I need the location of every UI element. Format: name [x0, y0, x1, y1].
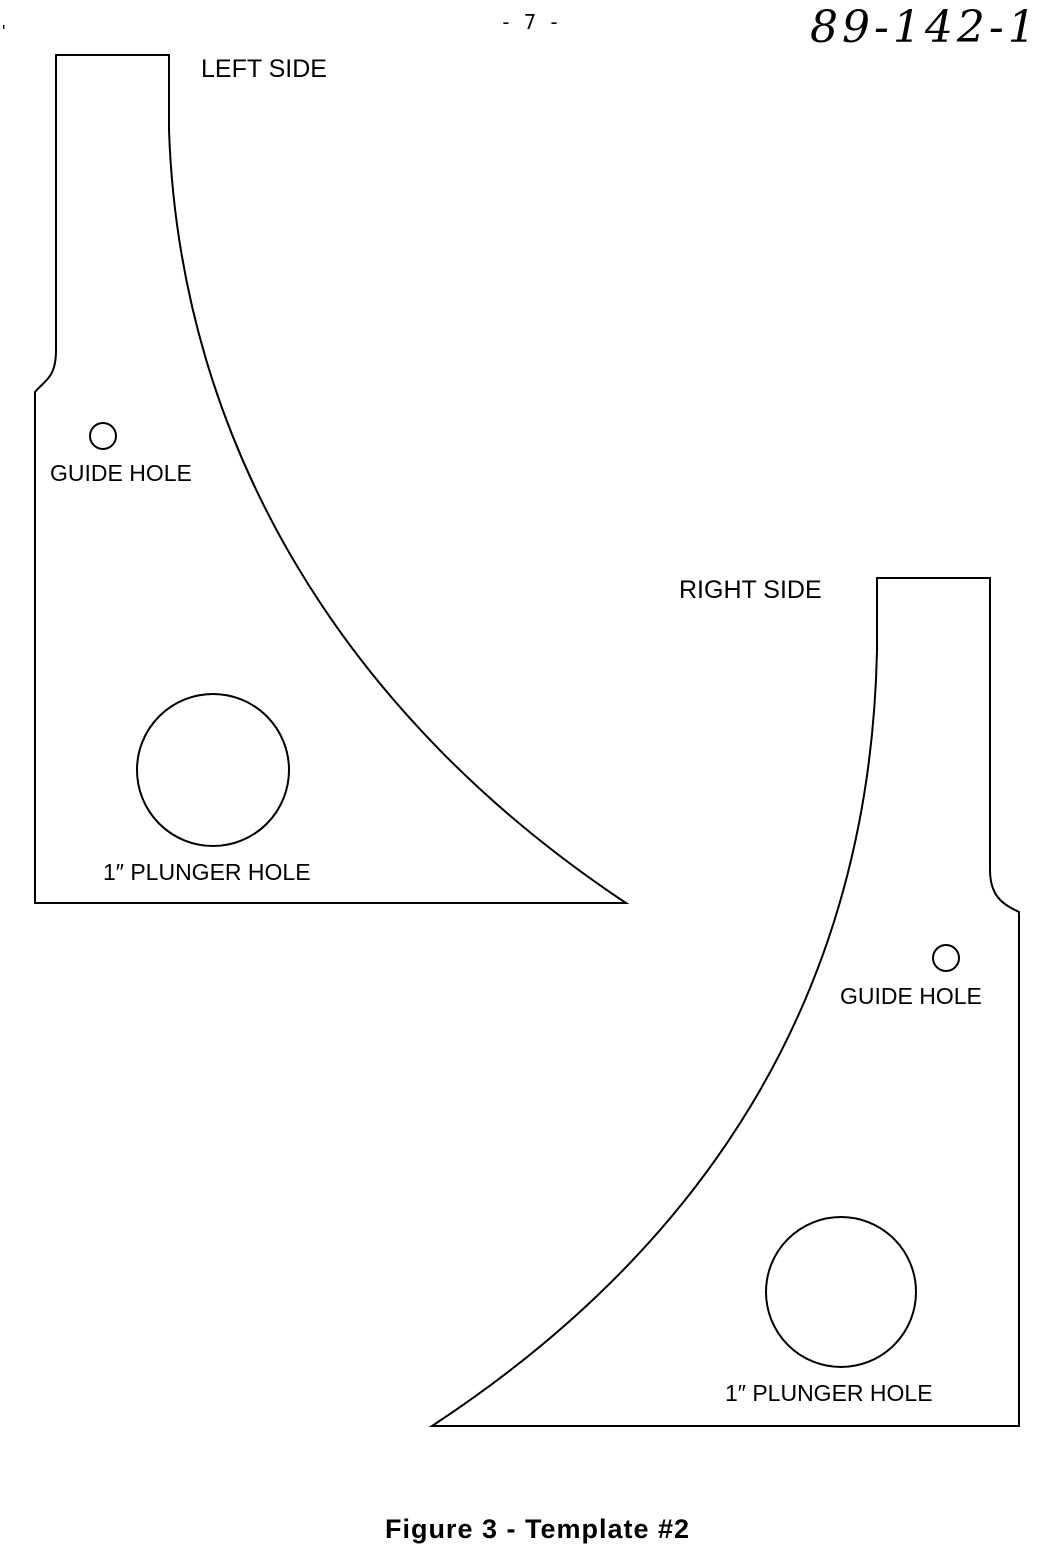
document-number: 89-142-1	[810, 2, 1040, 53]
page-number: - 7 -	[499, 10, 561, 34]
left-side-title: LEFT SIDE	[201, 55, 327, 83]
right-template-outline	[428, 577, 1020, 1427]
right-guide-hole	[932, 944, 960, 972]
left-template: LEFT SIDE GUIDE HOLE 1″ PLUNGER HOLE	[34, 54, 630, 904]
right-plunger-hole	[765, 1216, 917, 1368]
left-plunger-hole-label: 1″ PLUNGER HOLE	[103, 859, 311, 885]
left-plunger-hole	[136, 693, 290, 847]
corner-mark: '	[2, 22, 6, 42]
right-template: RIGHT SIDE GUIDE HOLE 1″ PLUNGER HOLE	[428, 576, 1020, 1427]
left-guide-hole	[89, 422, 117, 450]
figure-caption: Figure 3 - Template #2	[384, 1514, 691, 1544]
left-guide-hole-label: GUIDE HOLE	[50, 460, 192, 486]
right-side-title: RIGHT SIDE	[679, 576, 822, 604]
right-plunger-hole-label: 1″ PLUNGER HOLE	[725, 1380, 933, 1406]
right-guide-hole-label: GUIDE HOLE	[840, 983, 982, 1009]
left-template-outline	[34, 54, 630, 904]
